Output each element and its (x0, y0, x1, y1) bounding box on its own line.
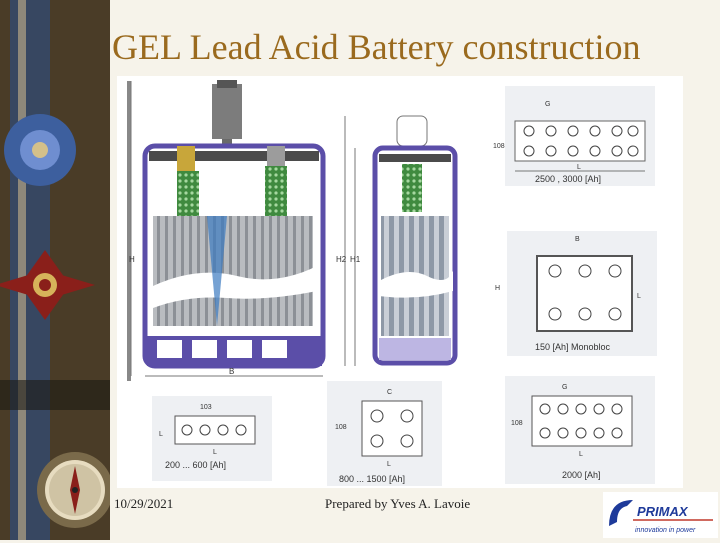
large-cell-cutaway: H B (127, 80, 326, 381)
dim-108: 108 (493, 143, 505, 150)
dim-label-b: B (229, 367, 234, 376)
panel-2500-3000ah: G 108 L 2500 , 3000 [Ah] (493, 86, 655, 186)
tall-cell-cutaway: H2 H1 (336, 115, 458, 366)
panel-150ah-monobloc: B H L 150 [Ah] Monobloc (495, 231, 657, 356)
dim-label-h: H (129, 255, 135, 264)
svg-text:PRIMAX: PRIMAX (637, 504, 689, 519)
dim-l-bl: L (159, 431, 163, 438)
dim-l-mid: L (637, 293, 641, 300)
caption-150-monobloc: 150 [Ah] Monobloc (535, 342, 611, 352)
caption-800-1500: 800 ... 1500 [Ah] (339, 474, 405, 484)
dim-g-br: G (562, 384, 567, 391)
panel-200-600ah: 103 L L 200 ... 600 [Ah] (152, 396, 272, 481)
caption-2000: 2000 [Ah] (562, 470, 601, 480)
dim-103: 103 (200, 404, 212, 411)
primax-logo: PRIMAX innovation in power (603, 492, 718, 538)
dim-l: L (577, 164, 581, 171)
caption-2500-3000: 2500 , 3000 [Ah] (535, 174, 601, 184)
decorative-medal-collage (0, 0, 110, 540)
footer-author: Prepared by Yves A. Lavoie (325, 496, 471, 511)
primax-logo-mark: PRIMAX innovation in power (603, 492, 718, 538)
dim-c: C (387, 389, 392, 396)
caption-200-600: 200 ... 600 [Ah] (165, 460, 226, 470)
battery-construction-figure: H B (117, 76, 683, 488)
slide-title: GEL Lead Acid Battery construction (112, 27, 641, 67)
panel-800-1500ah: C 108 L 800 ... 1500 [Ah] (327, 381, 442, 486)
dim-108-br: 108 (511, 420, 523, 427)
dim-g: G (545, 101, 550, 108)
svg-text:innovation in power: innovation in power (635, 527, 696, 534)
dim-l-bm: L (387, 461, 391, 468)
dim-108-bm: 108 (335, 424, 347, 431)
battery-diagram: H B (127, 80, 657, 486)
medal-collage-image (0, 0, 110, 540)
footer-date: 10/29/2021 (114, 496, 174, 511)
dim-l-br: L (579, 451, 583, 458)
dim-label-h2: H2 (336, 255, 347, 264)
dim-l2-bl: L (213, 449, 217, 456)
dim-label-h1: H1 (350, 255, 361, 264)
dim-b: B (575, 236, 580, 243)
dim-h: H (495, 285, 500, 292)
panel-2000ah: G 108 L 2000 [Ah] (505, 376, 655, 484)
